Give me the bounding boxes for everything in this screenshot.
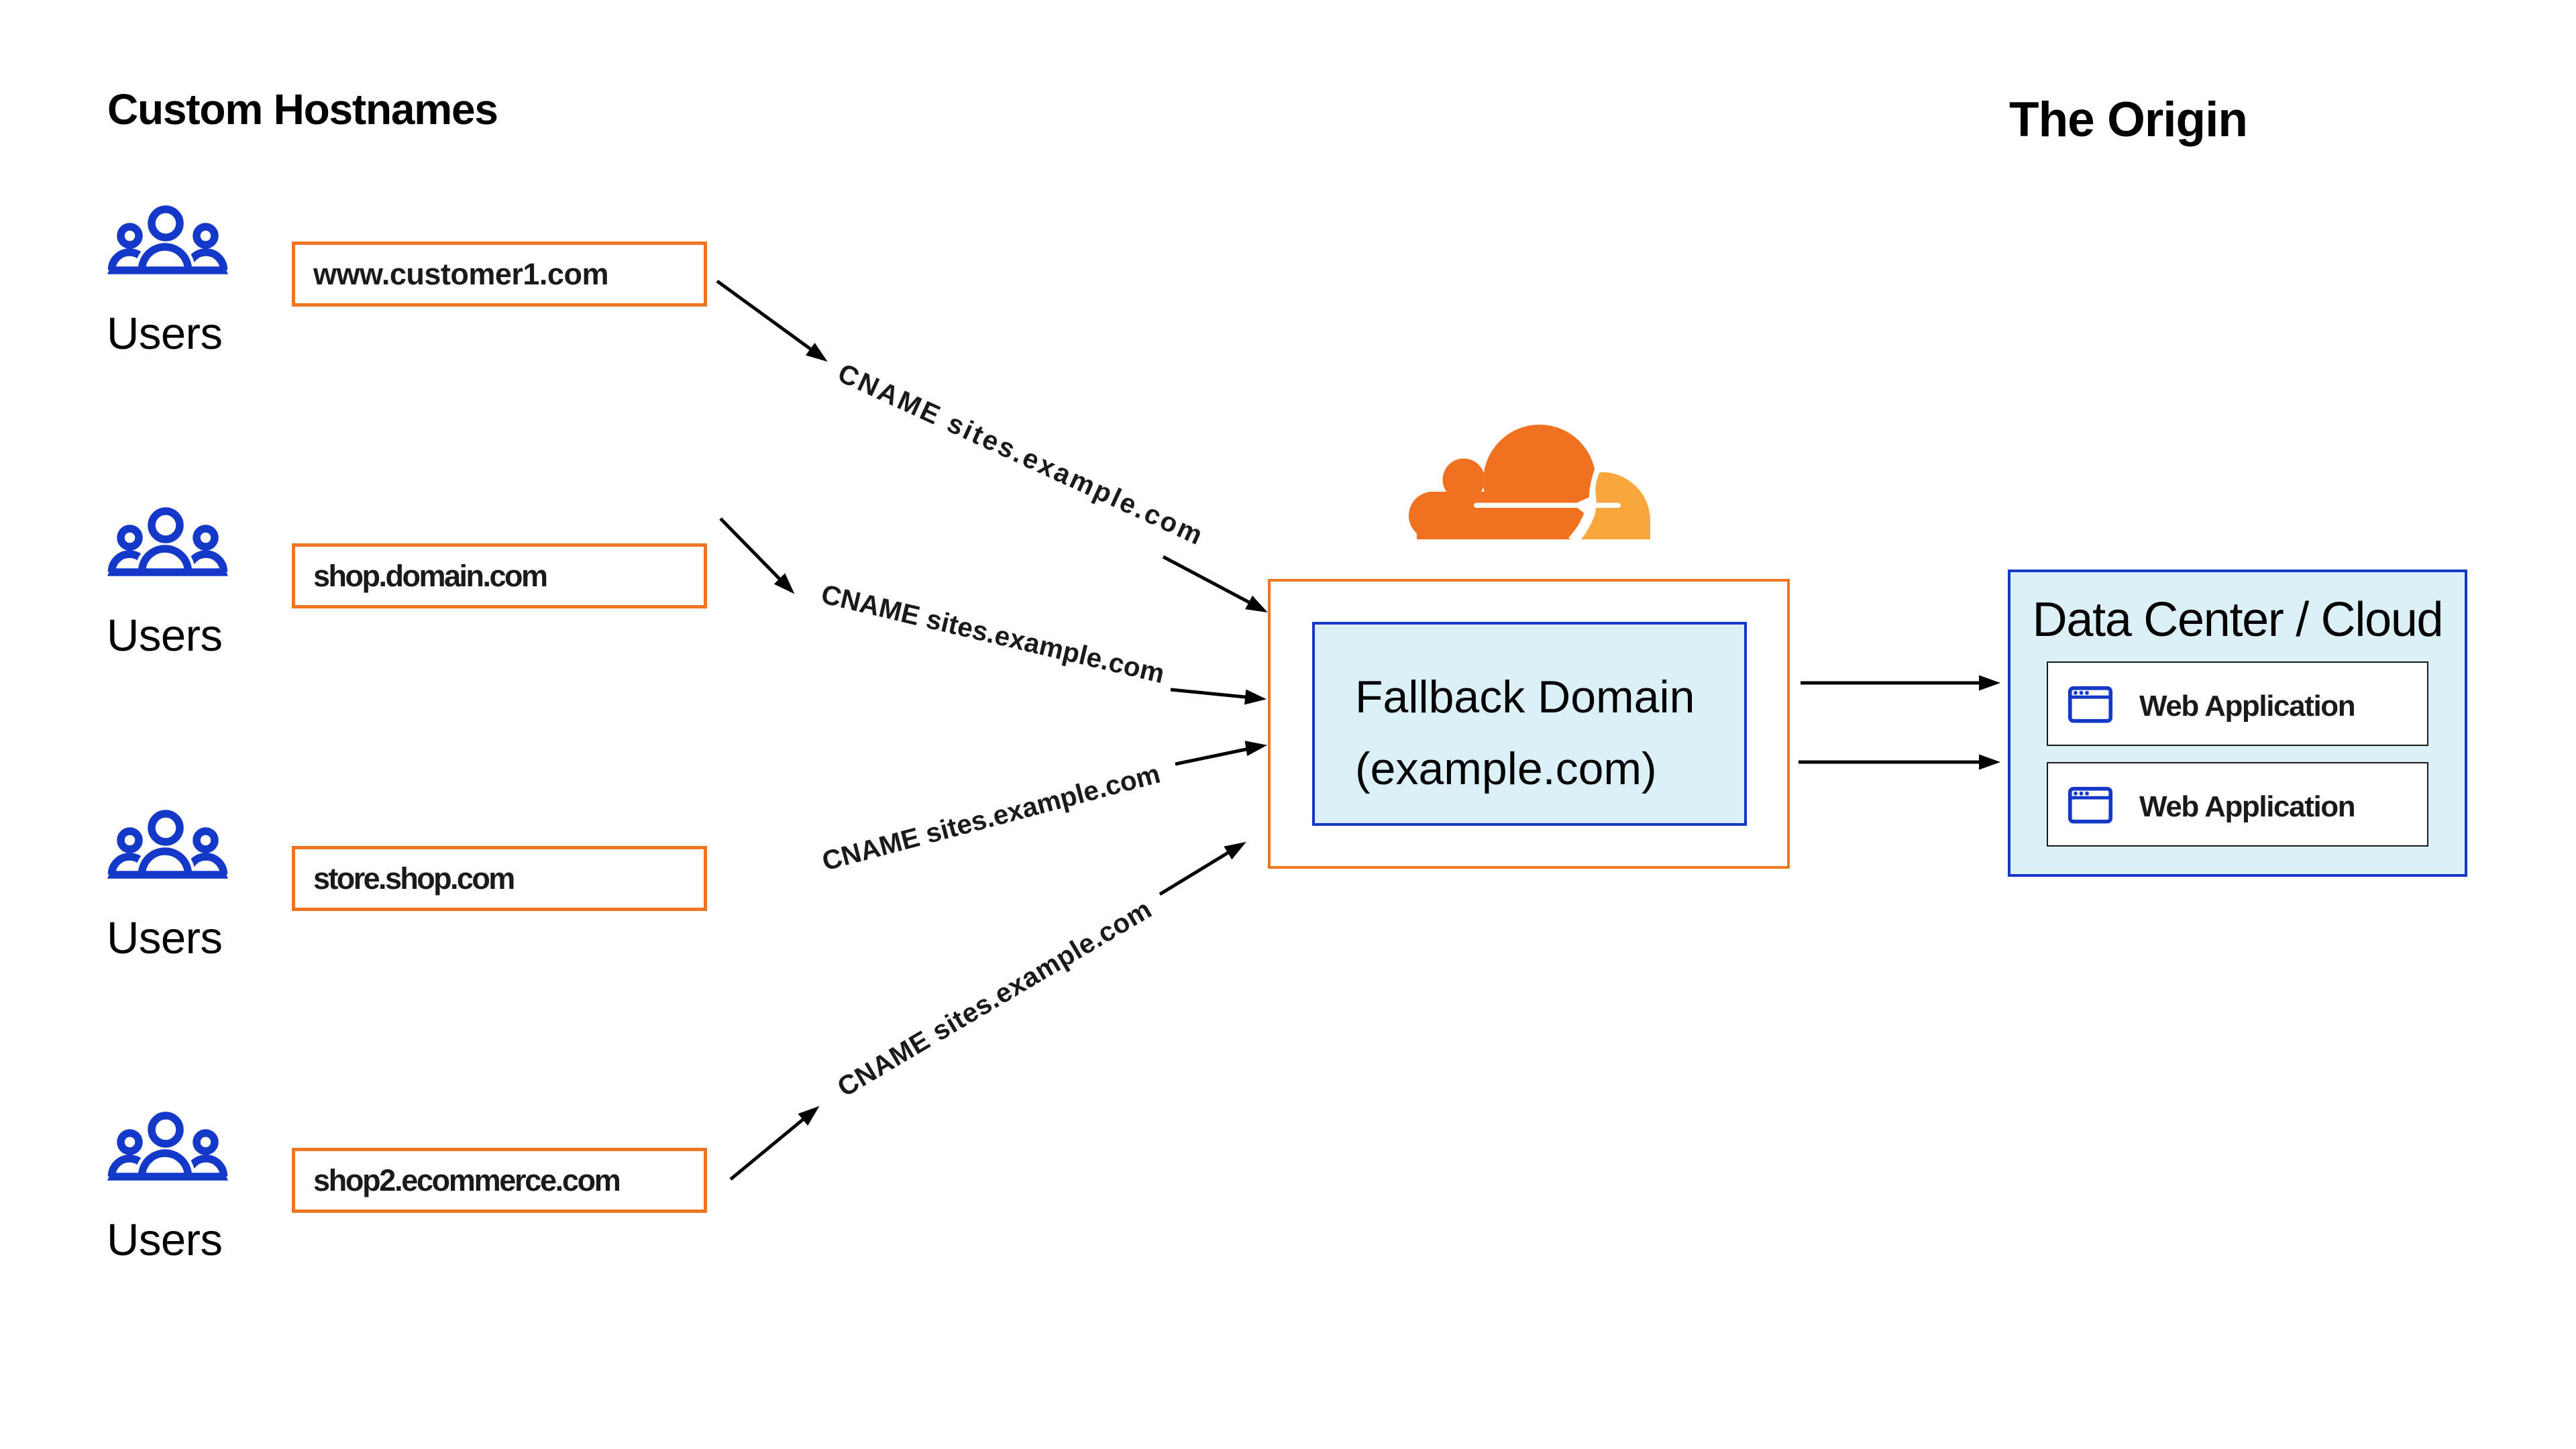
- svg-text:CNAME sites.example.com: CNAME sites.example.com: [833, 357, 1207, 550]
- svg-text:CNAME sites.example.com: CNAME sites.example.com: [819, 758, 1164, 877]
- svg-text:CNAME sites.example.com: CNAME sites.example.com: [818, 578, 1168, 689]
- svg-text:CNAME sites.example.com: CNAME sites.example.com: [832, 894, 1157, 1103]
